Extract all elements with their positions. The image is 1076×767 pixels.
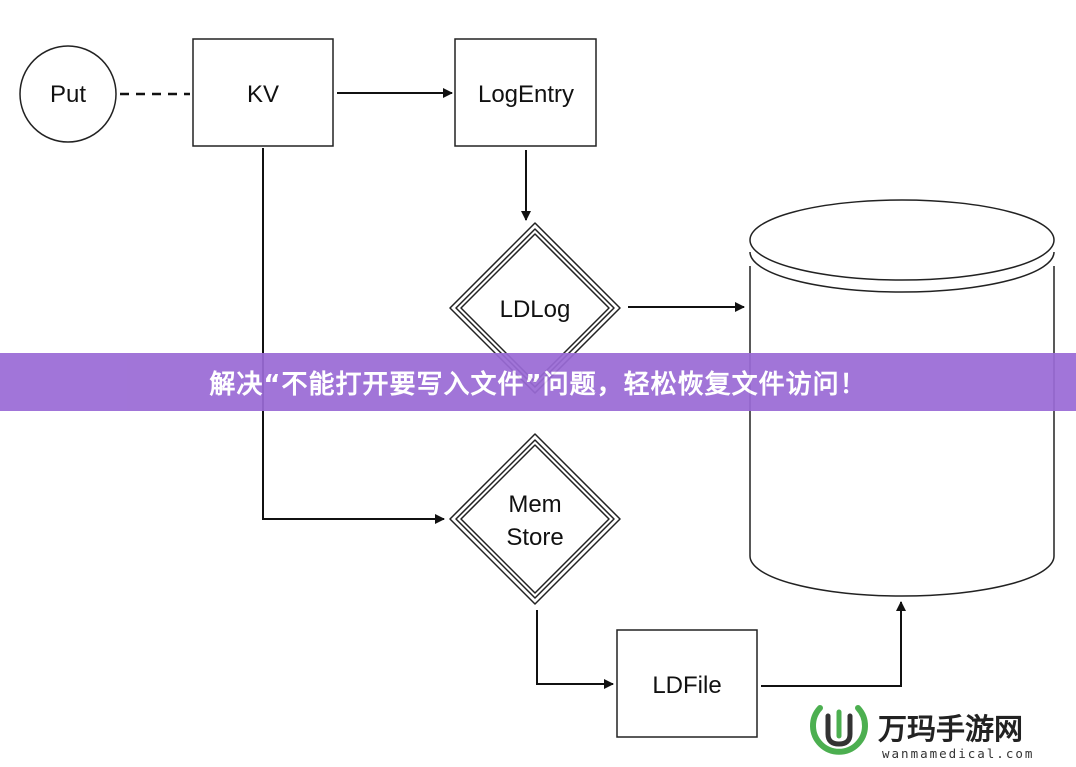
node-mem-store: Mem Store <box>449 433 621 605</box>
node-kv: KV <box>192 38 334 147</box>
title-banner: 解决“不能打开要写入文件”问题，轻松恢复文件访问！ <box>0 353 1076 411</box>
site-watermark: 万玛手游网 wanmamedical.com <box>806 696 1070 764</box>
node-log-entry-label: LogEntry <box>478 81 574 108</box>
watermark-site-domain: wanmamedical.com <box>882 746 1035 761</box>
edge-kv-memstore <box>262 148 445 524</box>
node-put: Put <box>19 45 117 143</box>
node-kv-label: KV <box>247 81 279 108</box>
site-logo-icon <box>810 705 868 755</box>
watermark-site-name: 万玛手游网 <box>878 712 1024 746</box>
node-ld-log-label: LDLog <box>500 296 571 323</box>
node-mem-store-label-line2: Store <box>506 524 563 551</box>
node-log-entry: LogEntry <box>454 38 597 147</box>
storage-cylinder <box>749 199 1055 597</box>
node-ld-file-label: LDFile <box>652 672 721 699</box>
edge-memstore-ldfile <box>536 610 614 689</box>
edge-ldfile-storage <box>761 601 906 687</box>
banner-title: 解决“不能打开要写入文件”问题，轻松恢复文件访问！ <box>209 369 867 400</box>
node-put-label: Put <box>50 81 86 108</box>
node-ld-file: LDFile <box>616 629 758 738</box>
node-mem-store-label-line1: Mem <box>508 491 561 518</box>
